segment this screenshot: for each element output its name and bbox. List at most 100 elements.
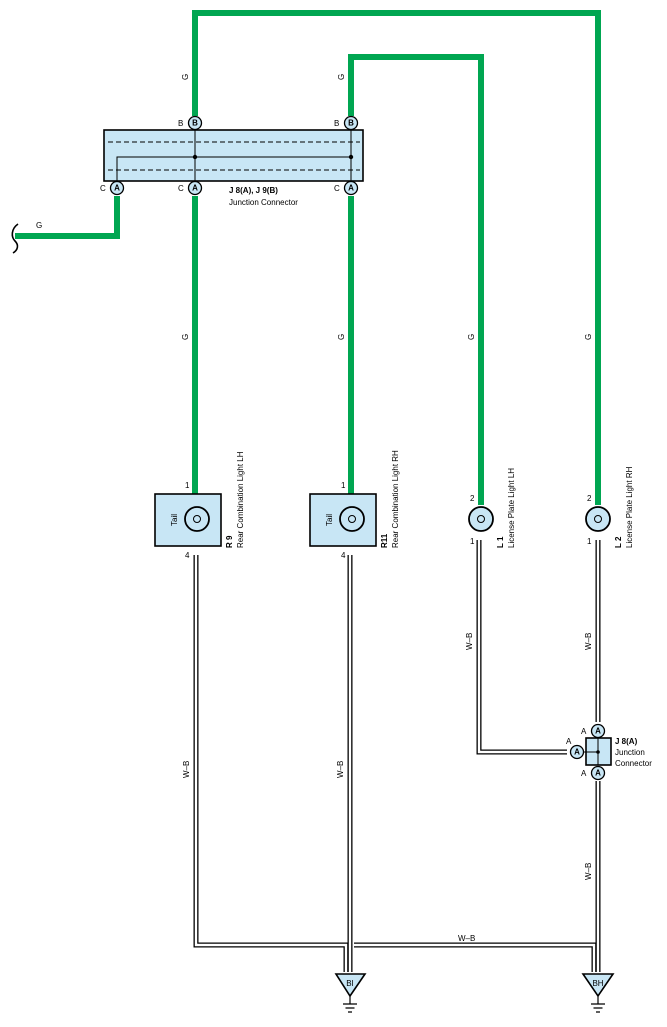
wire-g-input <box>15 196 120 239</box>
wire-wb-r9 <box>193 555 349 972</box>
pin-a-3 <box>343 180 359 196</box>
wire-label-wb: W–B <box>458 934 475 943</box>
l2-bulb-icon <box>585 506 611 532</box>
junction-connector-box <box>103 129 364 182</box>
r9-filament-icon <box>193 515 201 523</box>
l1-name: License Plate Light LH <box>507 468 516 548</box>
junction-node <box>348 154 354 160</box>
side-label-c-3: C <box>334 184 340 193</box>
r9-bulb-icon <box>184 506 210 532</box>
side-label-a-bottom: A <box>581 769 587 778</box>
ground-bi: BI <box>334 973 367 1013</box>
junction-main-name: Junction Connector <box>229 198 298 207</box>
pin-b-right-label: B <box>348 119 354 128</box>
component-r9: 1 Tail 4 R 9 Rear Combination Light LH <box>154 451 245 560</box>
wire-label-g: G <box>337 334 346 340</box>
junction-node <box>192 154 198 160</box>
pin-a-left <box>569 744 585 760</box>
junction-connector-main: B B B B A C A C A C J 8(A), J 9(B) Junct… <box>100 115 364 207</box>
side-label-c-2: C <box>178 184 184 193</box>
component-l1: 2 1 L 1 License Plate Light LH <box>468 468 516 548</box>
wire-label-wb: W–B <box>584 863 593 880</box>
l2-pin-bottom: 1 <box>587 537 592 546</box>
pin-a-left-label: A <box>574 748 580 757</box>
r11-pin-bottom: 4 <box>341 551 346 560</box>
l1-code: L 1 <box>496 536 505 548</box>
wire-wb-l1 <box>476 540 567 755</box>
junction-small-name-2: Connector <box>615 759 652 768</box>
side-label-a-top: A <box>581 727 587 736</box>
green-wire-labels: G G G G G G G <box>36 74 593 340</box>
pin-b-right <box>343 115 359 131</box>
component-r11: 1 Tail 4 R11 Rear Combination Light RH <box>309 450 400 560</box>
wb-wire-labels: W–B W–B W–B W–B W–B W–B <box>182 633 593 943</box>
ground-bh-symbol <box>591 996 605 1013</box>
wire-g-outer-loop <box>192 10 601 505</box>
green-wires <box>15 10 601 505</box>
ground-bi-triangle <box>334 973 367 998</box>
pin-a-bottom <box>590 765 606 781</box>
l1-filament-icon <box>477 515 485 523</box>
l1-bulb-icon <box>468 506 494 532</box>
wire-label-g: G <box>584 334 593 340</box>
r11-filament-icon <box>348 515 356 523</box>
ground-bi-label: BI <box>346 979 354 988</box>
r9-pin-top: 1 <box>185 481 190 490</box>
r9-name: Rear Combination Light LH <box>236 451 245 548</box>
l1-pin-top: 2 <box>470 494 475 503</box>
junction-small-name-1: Junction <box>615 748 645 757</box>
pin-a-3-label: A <box>348 184 354 193</box>
r11-bulb-icon <box>339 506 365 532</box>
junction-main-code: J 8(A), J 9(B) <box>229 186 278 195</box>
wire-wb-cross <box>354 942 597 972</box>
r11-name: Rear Combination Light RH <box>391 450 400 548</box>
ground-bi-symbol <box>343 996 357 1013</box>
r11-inner-label: Tail <box>325 514 334 526</box>
wire-label-wb: W–B <box>584 633 593 650</box>
wire-label-g: G <box>467 334 476 340</box>
wire-label-wb: W–B <box>182 761 191 778</box>
junction-connector-small: A A A A A A J 8(A) Junction Connector <box>566 723 652 781</box>
pin-a-top-label: A <box>595 727 601 736</box>
pin-a-bottom-label: A <box>595 769 601 778</box>
pin-a-1-label: A <box>114 184 120 193</box>
junction-small-code: J 8(A) <box>615 737 638 746</box>
pin-a-1 <box>109 180 125 196</box>
r9-pin-bottom: 4 <box>185 551 190 560</box>
l1-pin-bottom: 1 <box>470 537 475 546</box>
wb-wires <box>193 540 601 972</box>
wire-core-cross <box>354 943 596 972</box>
side-label-a-left: A <box>566 737 572 746</box>
wire-core-l1 <box>477 540 567 754</box>
wire-label-wb: W–B <box>336 761 345 778</box>
l2-filament-icon <box>594 515 602 523</box>
side-label-b-right: B <box>334 119 339 128</box>
wire-break-mark <box>11 223 19 254</box>
side-label-c-1: C <box>100 184 106 193</box>
component-l2: 2 1 L 2 License Plate Light RH <box>585 466 634 548</box>
pin-a-2-label: A <box>192 184 198 193</box>
r9-code: R 9 <box>225 535 234 548</box>
wb-wires-core <box>194 540 600 972</box>
junction-small-node <box>596 750 600 754</box>
pin-b-left-label: B <box>192 119 198 128</box>
ground-bh: BH <box>581 973 615 1013</box>
wire-label-wb: W–B <box>465 633 474 650</box>
l2-code: L 2 <box>614 536 623 548</box>
l2-pin-top: 2 <box>587 494 592 503</box>
wire-label-g: G <box>36 221 42 230</box>
wire-label-g: G <box>181 334 190 340</box>
ground-bh-triangle <box>581 973 615 998</box>
r9-inner-label: Tail <box>170 514 179 526</box>
ground-bh-label: BH <box>592 979 603 988</box>
pin-b-left <box>187 115 203 131</box>
l2-name: License Plate Light RH <box>625 466 634 548</box>
wire-label-g: G <box>181 74 190 80</box>
wire-label-g: G <box>337 74 346 80</box>
r11-pin-top: 1 <box>341 481 346 490</box>
wire-core-r9 <box>194 555 348 972</box>
pin-a-top <box>590 723 606 739</box>
pin-a-2 <box>187 180 203 196</box>
r11-code: R11 <box>380 533 389 548</box>
